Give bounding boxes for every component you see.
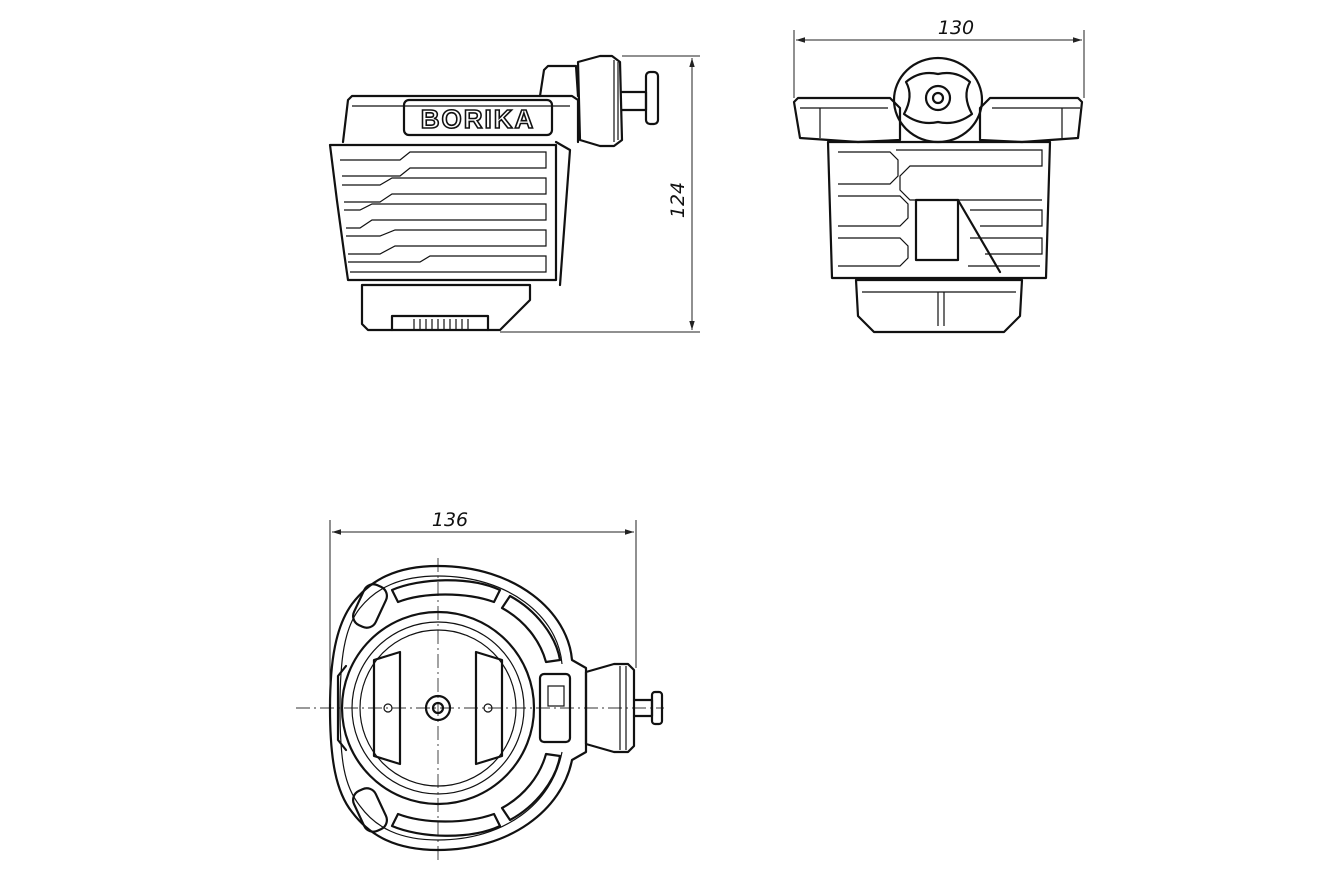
side-base xyxy=(360,283,532,332)
grip-slot-bottom xyxy=(390,812,502,837)
side-view: BORIKA 124 xyxy=(328,54,700,333)
center-hub-outer xyxy=(424,694,452,722)
left-tab xyxy=(336,664,348,752)
logo-plate xyxy=(402,98,554,137)
brand-logo: BORIKA xyxy=(421,104,536,134)
grip-slot-lower-left xyxy=(352,787,388,833)
front-body xyxy=(826,140,1052,280)
side-rim xyxy=(341,94,580,144)
width-front-dimension: 130 xyxy=(938,17,974,39)
height-dimension: 124 xyxy=(667,182,689,218)
front-knob xyxy=(892,56,984,144)
cradle-right xyxy=(474,650,504,766)
clamp-knob xyxy=(644,70,660,126)
outer-ring xyxy=(340,610,536,806)
top-view: 136 xyxy=(296,509,664,860)
base-grip xyxy=(413,319,469,329)
top-clamp-block xyxy=(584,662,636,754)
grip-slot-top xyxy=(390,579,502,604)
grip-slot-bottom-right xyxy=(500,752,562,822)
top-clamp-window xyxy=(547,685,565,707)
clamp-bracket xyxy=(538,64,580,98)
inner-ring xyxy=(359,629,517,787)
width-top-dimension: 136 xyxy=(432,509,468,531)
front-ribs xyxy=(838,149,1043,274)
grip-slot-upper-left xyxy=(352,583,388,629)
top-clamp-knob xyxy=(650,690,664,726)
front-base xyxy=(854,278,1024,334)
grip-slot-top-right xyxy=(500,594,562,664)
middle-ring xyxy=(351,621,525,795)
front-latch xyxy=(914,198,960,262)
side-body xyxy=(328,143,558,282)
center-hub-inner xyxy=(431,701,445,715)
knob-center-outer xyxy=(924,84,952,112)
clamp-screw xyxy=(620,90,648,112)
cradle-left xyxy=(372,650,402,766)
front-wing-right xyxy=(978,96,1084,144)
side-ribs xyxy=(340,151,547,273)
front-view: 130 xyxy=(792,17,1085,334)
clamp-block xyxy=(576,54,624,148)
front-wing-left xyxy=(792,96,902,144)
knob-grip xyxy=(902,71,974,125)
knob-center-inner xyxy=(931,91,945,105)
top-clamp-housing xyxy=(538,672,572,744)
